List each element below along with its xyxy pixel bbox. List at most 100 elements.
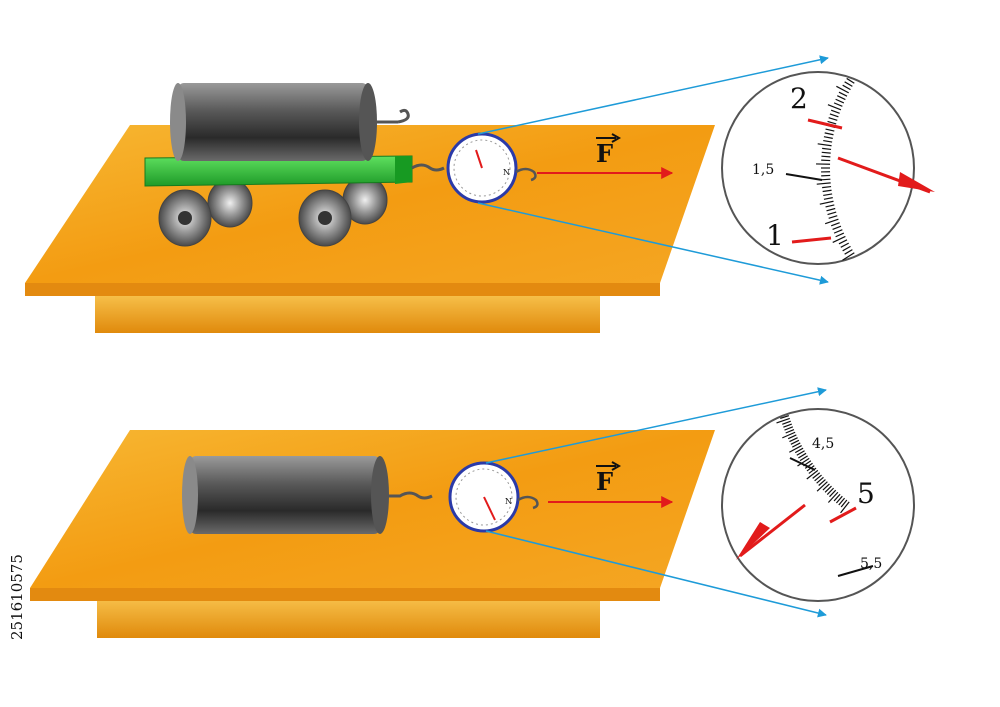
dial-tick: [838, 239, 848, 245]
dial-tick: [823, 197, 833, 200]
bottom-dial-label-5: 5: [857, 477, 875, 510]
dial-tick: [814, 474, 822, 482]
bottom-scene: N F 4,5 5 5,5: [30, 387, 915, 638]
bottom-table-edge: [30, 588, 660, 601]
top-cart-wheels: [158, 175, 388, 247]
dial-tick: [782, 420, 791, 425]
dial-tick: [821, 151, 831, 154]
stock-id-text: 251610575: [8, 554, 26, 640]
dial-tick: [812, 472, 821, 479]
dial-tick: [835, 232, 845, 238]
dial-tick: [844, 249, 853, 255]
bottom-small-dial-letter: N: [505, 497, 512, 506]
dial-tick: [797, 457, 810, 467]
dial-tick: [819, 200, 834, 205]
dial-tick: [783, 423, 792, 428]
top-force-label: F: [596, 139, 613, 168]
dial-tick: [836, 95, 846, 101]
dial-tick: [821, 178, 831, 181]
dial-tick: [833, 102, 843, 107]
dial-tick: [825, 128, 835, 132]
dial-tick: [840, 242, 850, 248]
bottom-table-support: [97, 598, 600, 638]
top-table-edge: [25, 283, 660, 296]
dial-tick: [835, 495, 843, 504]
top-weight-cylinder: [170, 83, 410, 161]
dial-tick: [825, 204, 835, 208]
dial-tick: [806, 469, 819, 480]
dial-tick: [832, 225, 842, 231]
top-dial-label-1-5: 1,5: [752, 162, 774, 178]
top-small-dynamometer: N: [446, 132, 537, 204]
dial-tick: [782, 431, 796, 439]
dial-tick: [838, 91, 848, 97]
bottom-dial-needle: [736, 503, 806, 560]
bottom-zoom-line-lower: [485, 530, 827, 618]
dial-tick: [828, 215, 838, 219]
dial-tick: [816, 476, 824, 484]
dial-tick: [816, 481, 828, 492]
dial-tick: [842, 84, 851, 91]
dial-tick: [840, 499, 848, 508]
dial-tick: [796, 450, 805, 456]
top-zoom-dial-scale: [816, 77, 855, 261]
dial-tick: [785, 428, 795, 434]
dial-tick: [827, 211, 837, 216]
dial-tick: [840, 501, 850, 514]
dial-tick: [832, 235, 846, 243]
dial-tick: [823, 193, 833, 197]
dial-tick: [823, 139, 833, 143]
dial-tick: [844, 81, 853, 87]
top-zoom-line-upper: [477, 55, 829, 135]
dial-tick: [816, 182, 831, 185]
dial-tick: [827, 104, 842, 111]
dial-tick: [798, 452, 807, 459]
dial-tick: [822, 147, 832, 151]
dial-tick: [833, 493, 841, 502]
dial-tick: [824, 218, 839, 225]
dial-tick: [789, 445, 802, 453]
dial-tick: [776, 417, 790, 424]
dial-tick: [822, 185, 832, 189]
dial-tick: [818, 479, 826, 486]
dial-tick: [789, 437, 798, 443]
dial-tick: [827, 120, 837, 125]
bottom-dial-label-4-5: 4,5: [812, 436, 834, 452]
top-dial-needle: [837, 156, 935, 194]
dial-tick: [791, 442, 801, 448]
dial-tick: [826, 487, 835, 495]
top-small-dial-letter: N: [503, 168, 510, 177]
dial-tick: [794, 447, 804, 454]
dial-tick: [842, 252, 855, 261]
dial-tick: [780, 415, 789, 419]
dial-tick: [829, 489, 837, 498]
dial-tick: [833, 229, 843, 234]
dial-tick: [830, 109, 840, 114]
dial-tick: [836, 85, 850, 94]
top-zoom-dial: 2 1 1,5: [721, 71, 935, 265]
top-zoom-line-lower: [477, 202, 829, 285]
dial-tick: [787, 434, 797, 440]
dial-tick: [838, 497, 846, 506]
dial-tick: [817, 143, 832, 147]
bottom-zoom-dial: 4,5 5 5,5: [721, 408, 915, 602]
dial-tick: [829, 113, 839, 118]
top-dial-label-2: 2: [790, 82, 808, 115]
dial-tick: [823, 136, 833, 139]
dial-tick: [799, 455, 808, 462]
dial-tick: [784, 426, 794, 431]
dial-tick: [828, 117, 838, 121]
bottom-dial-label-5-5: 5,5: [860, 556, 882, 572]
bottom-weight-cylinder: [182, 456, 433, 534]
top-dial-label-1: 1: [766, 219, 784, 252]
dial-tick: [827, 491, 839, 503]
bottom-zoom-line-upper: [485, 387, 827, 464]
dial-tick: [822, 483, 830, 491]
dial-tick: [790, 439, 800, 445]
dial-tick: [830, 222, 840, 227]
dial-tick: [842, 245, 851, 252]
dial-tick: [804, 462, 813, 469]
dial-tick: [835, 98, 845, 104]
dial-tick: [846, 77, 855, 84]
